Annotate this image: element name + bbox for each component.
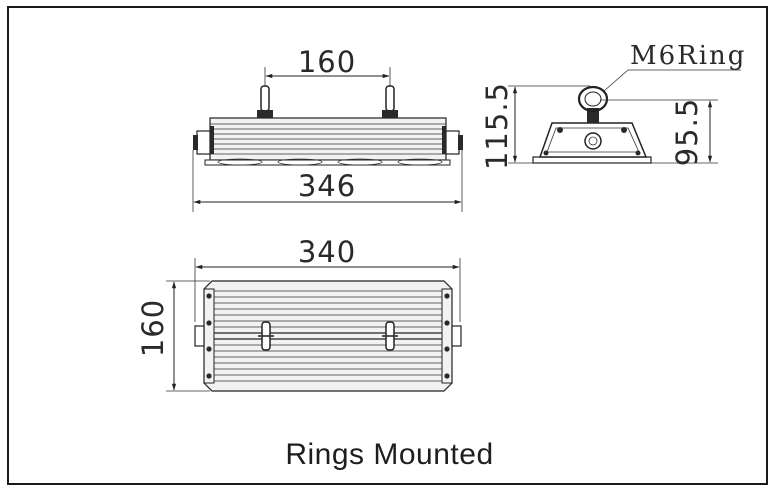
- dim-width: 160: [136, 299, 170, 357]
- dim-side-height-body: 95.5: [670, 98, 704, 167]
- front-view-ring-right: [382, 85, 398, 118]
- top-view: 340 160: [136, 235, 462, 392]
- side-view-ring: [577, 85, 609, 123]
- ring-callout-label: M6Ring: [630, 41, 746, 71]
- dim-length-body: 340: [298, 235, 356, 269]
- front-view-ring-left: [257, 85, 273, 118]
- front-view: 160 346: [192, 45, 463, 212]
- dim-ring-spacing: 160: [298, 45, 356, 79]
- dim-side-height-total: 115.5: [480, 82, 514, 170]
- dim-length-overall: 346: [298, 169, 356, 203]
- drawing-caption: Rings Mounted: [285, 438, 494, 471]
- top-view-ring-left: [258, 321, 274, 351]
- top-view-ring-right: [382, 321, 398, 351]
- drawing-border: [7, 6, 768, 485]
- top-view-body: [203, 280, 453, 392]
- side-view: M6Ring 115.5 95.5: [480, 41, 746, 170]
